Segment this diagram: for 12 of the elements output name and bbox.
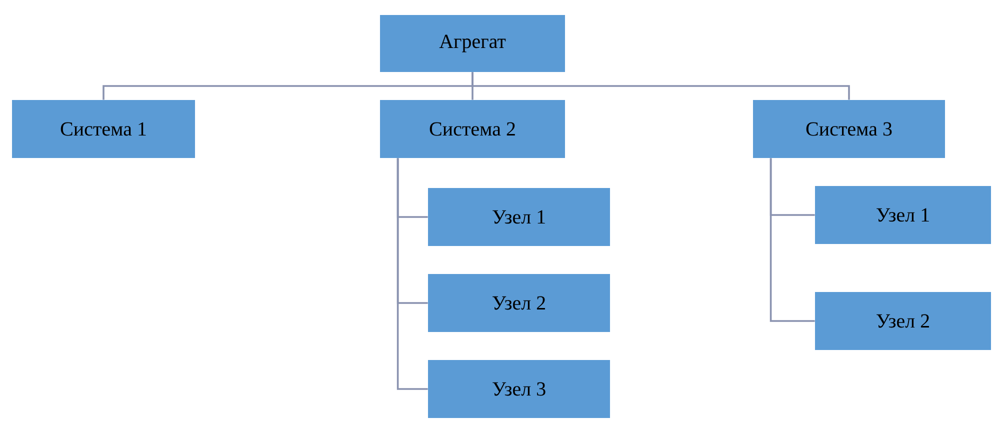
connector-line	[770, 158, 815, 322]
process-box: Узел 2	[815, 292, 991, 350]
process-box: Система 3	[753, 100, 945, 158]
process-box: Узел 3	[428, 360, 610, 418]
process-box: Узел 1	[815, 186, 991, 244]
process-box: Система 2	[380, 100, 565, 158]
process-box: Агрегат	[380, 15, 565, 72]
connector-line	[396, 158, 428, 390]
process-box: Узел 2	[428, 274, 610, 332]
process-box: Узел 1	[428, 188, 610, 246]
connector-line	[472, 72, 850, 100]
process-box: Система 1	[12, 100, 195, 158]
